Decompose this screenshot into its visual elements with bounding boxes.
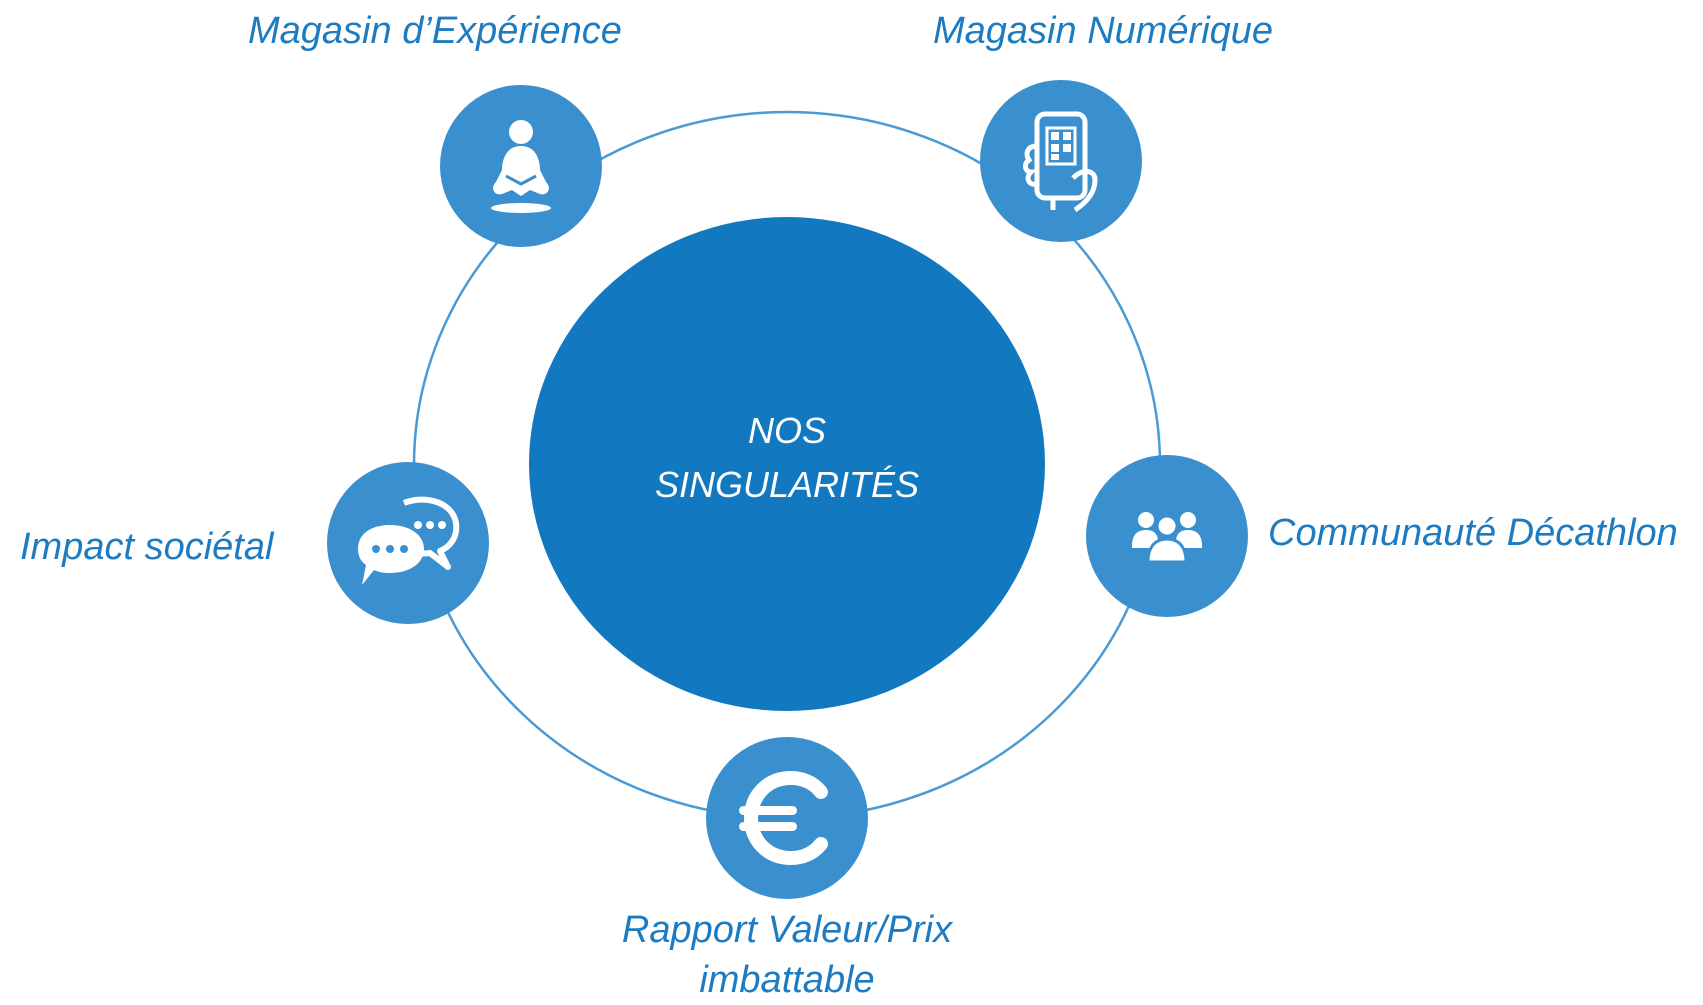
label-prix: Rapport Valeur/Prix imbattable: [584, 905, 990, 1005]
label-numerique: Magasin Numérique: [933, 10, 1274, 52]
label-prix-line-1: Rapport Valeur/Prix: [621, 909, 953, 951]
node-communaute: [1086, 455, 1248, 617]
chat-bubbles-icon: [358, 496, 460, 585]
center-title-line-2: SINGULARITÉS: [654, 464, 920, 505]
center-circle: NOS SINGULARITÉS: [529, 217, 1045, 711]
center-title-line-1: NOS: [747, 410, 826, 451]
node-numerique: [980, 80, 1142, 242]
node-experience: [440, 85, 602, 247]
label-experience: Magasin d’Expérience: [248, 10, 622, 52]
center-title: NOS SINGULARITÉS: [655, 404, 919, 512]
label-societal: Impact sociétal: [20, 526, 274, 568]
node-societal: [327, 462, 489, 624]
smartphone-hand-icon: [1022, 111, 1098, 213]
label-communaute: Communauté Décathlon: [1268, 512, 1678, 554]
euro-icon: [739, 770, 828, 866]
label-prix-line-2: imbattable: [699, 959, 875, 1001]
meditation-person-icon: [491, 120, 551, 213]
node-prix: [706, 737, 868, 899]
people-group-icon: [1132, 512, 1202, 564]
